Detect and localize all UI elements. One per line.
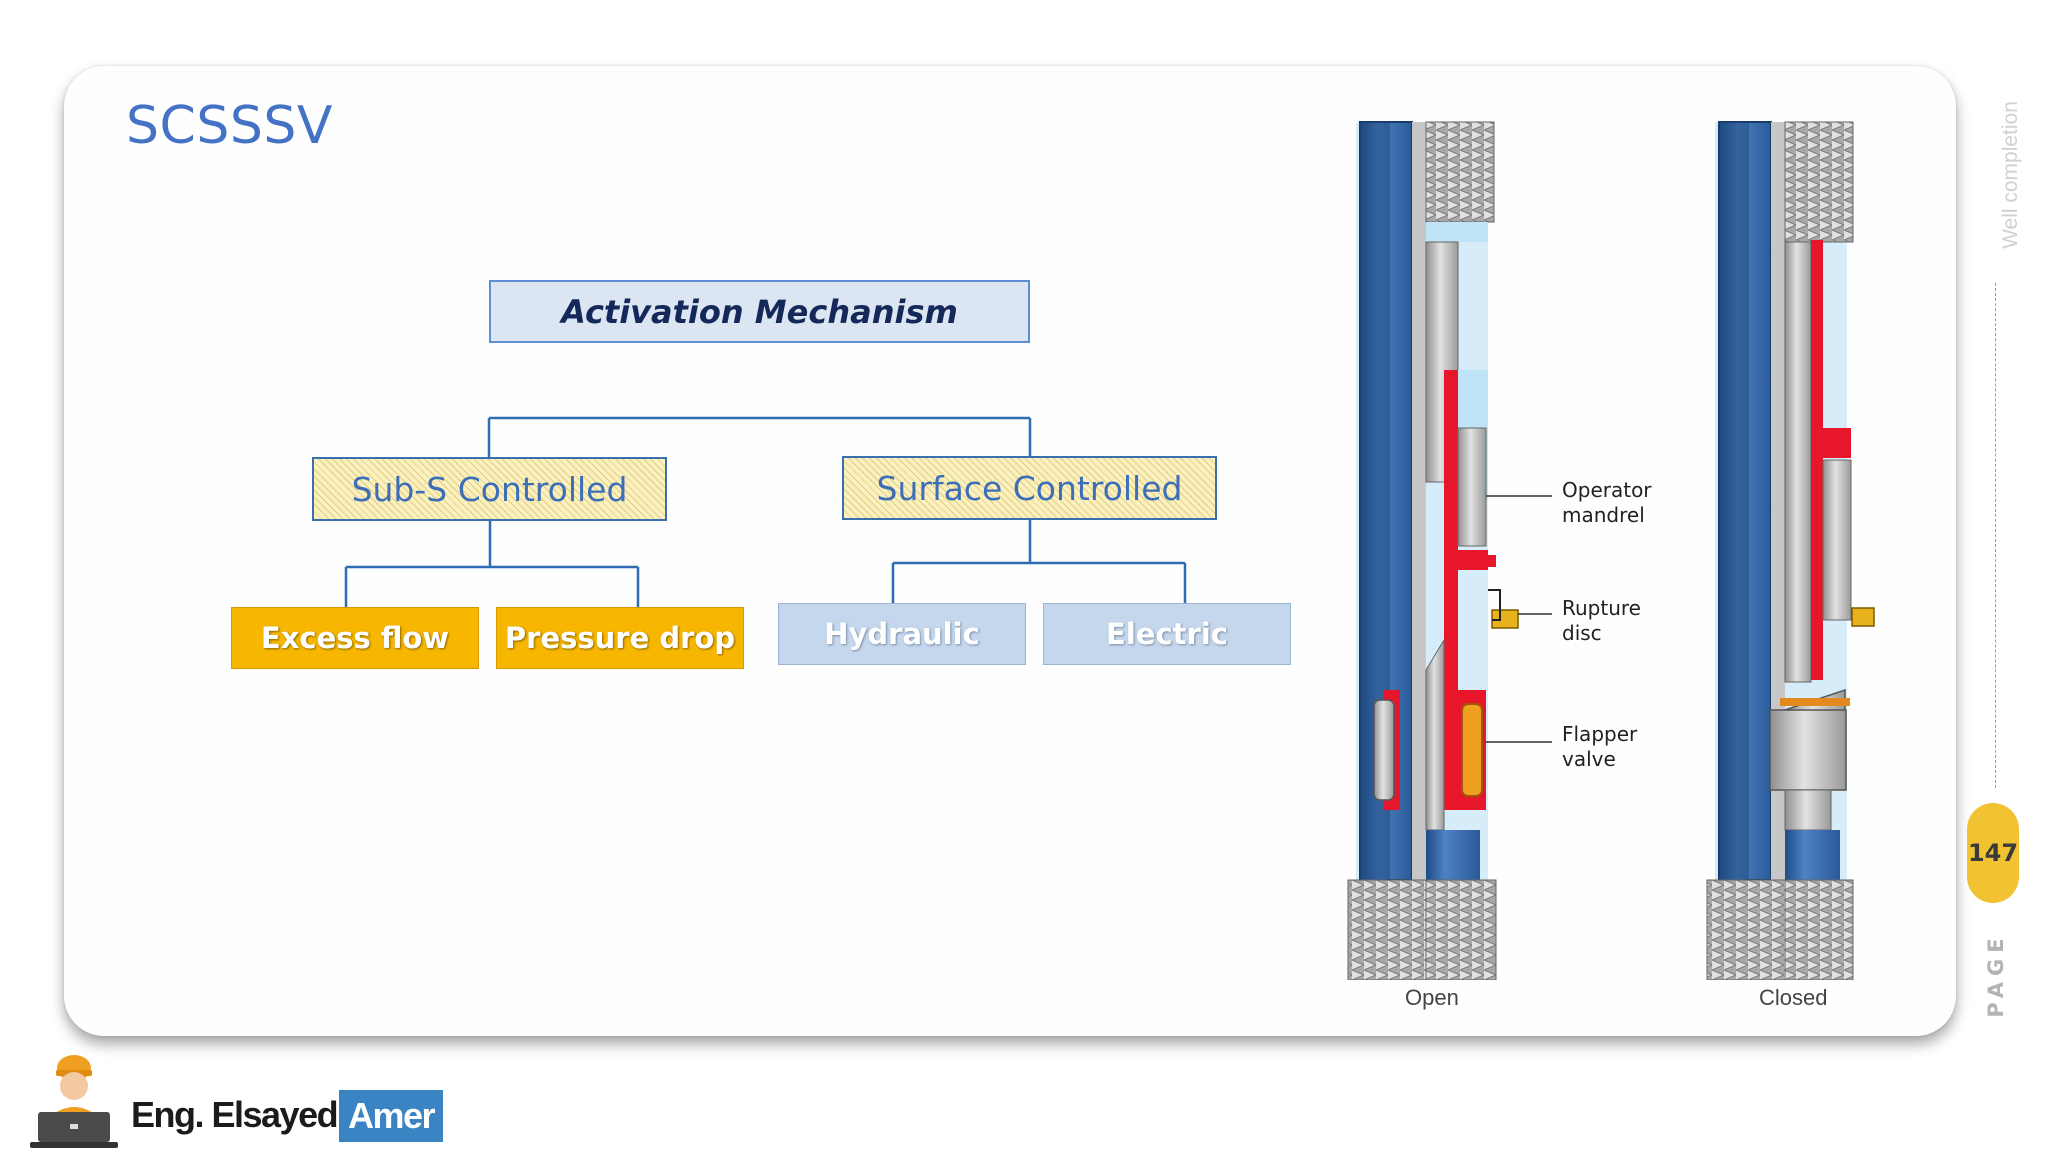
root-node-activation-mechanism: Activation Mechanism [489, 280, 1030, 343]
caption-closed: Closed [1759, 985, 1828, 1010]
slide-title: SCSSSV [126, 96, 333, 156]
sidebar-section-label: Well completion [1999, 101, 2022, 249]
callout-operator-mandrel: Operator mandrel [1562, 478, 1652, 527]
slide-card [64, 66, 1956, 1036]
sidebar-dashed-rule [1995, 283, 1996, 788]
valve-closed-drawing [1706, 121, 1875, 980]
node-sub-s-controlled: Sub-S Controlled [312, 457, 667, 521]
leaf-hydraulic: Hydraulic [778, 603, 1026, 665]
page-number-badge: 147 [1967, 803, 2019, 903]
leaf-electric: Electric [1043, 603, 1291, 665]
caption-open: Open [1405, 985, 1459, 1010]
leaf-excess-flow: Excess flow [231, 607, 479, 669]
callout-flapper-valve: Flapper valve [1562, 722, 1638, 771]
page-label: PAGE [1984, 932, 2008, 1018]
scsssv-valve-illustration [1347, 121, 1875, 980]
leaf-pressure-drop: Pressure drop [496, 607, 744, 669]
author-name-last: Amer [339, 1090, 443, 1142]
callout-rupture-disc: Rupture disc [1562, 596, 1641, 645]
engineer-laptop-icon [30, 1055, 118, 1148]
valve-open-drawing [1347, 121, 1519, 980]
node-surface-controlled: Surface Controlled [842, 456, 1217, 520]
author-name-first: Eng. Elsayed [131, 1094, 339, 1135]
